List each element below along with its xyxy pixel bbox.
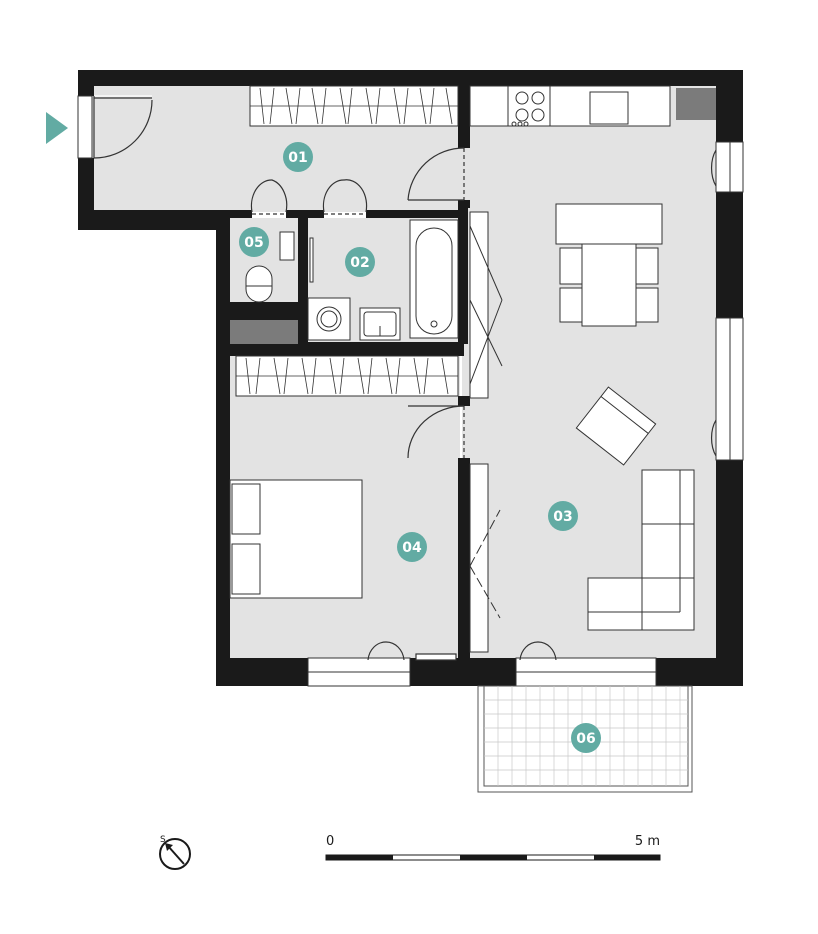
room-label-02: 02 [345,247,375,277]
room-labels: 01 02 03 04 05 06 [239,142,601,753]
scale-end-label: 5 m [635,834,660,849]
room-label-06-text: 06 [576,731,595,747]
compass-icon: S [159,835,191,870]
scale-start-label: 0 [326,834,334,849]
room-label-03: 03 [548,501,578,531]
windows [77,95,744,687]
room-label-05: 05 [239,227,269,257]
storage-blocks [230,88,716,344]
room-label-02-text: 02 [350,255,369,271]
scale-bar: 0 5 m [325,834,661,861]
room-label-03-text: 03 [553,509,572,525]
room-label-06: 06 [571,723,601,753]
doors [93,95,717,661]
room-label-04-text: 04 [402,540,422,556]
room-label-04: 04 [397,532,427,562]
compass-north-label: S [160,835,166,845]
furniture [229,85,695,653]
walls [78,70,743,686]
entrance-arrow-icon [46,112,68,144]
room-label-01: 01 [283,142,313,172]
room-label-05-text: 05 [244,235,263,251]
room-label-01-text: 01 [288,150,307,166]
